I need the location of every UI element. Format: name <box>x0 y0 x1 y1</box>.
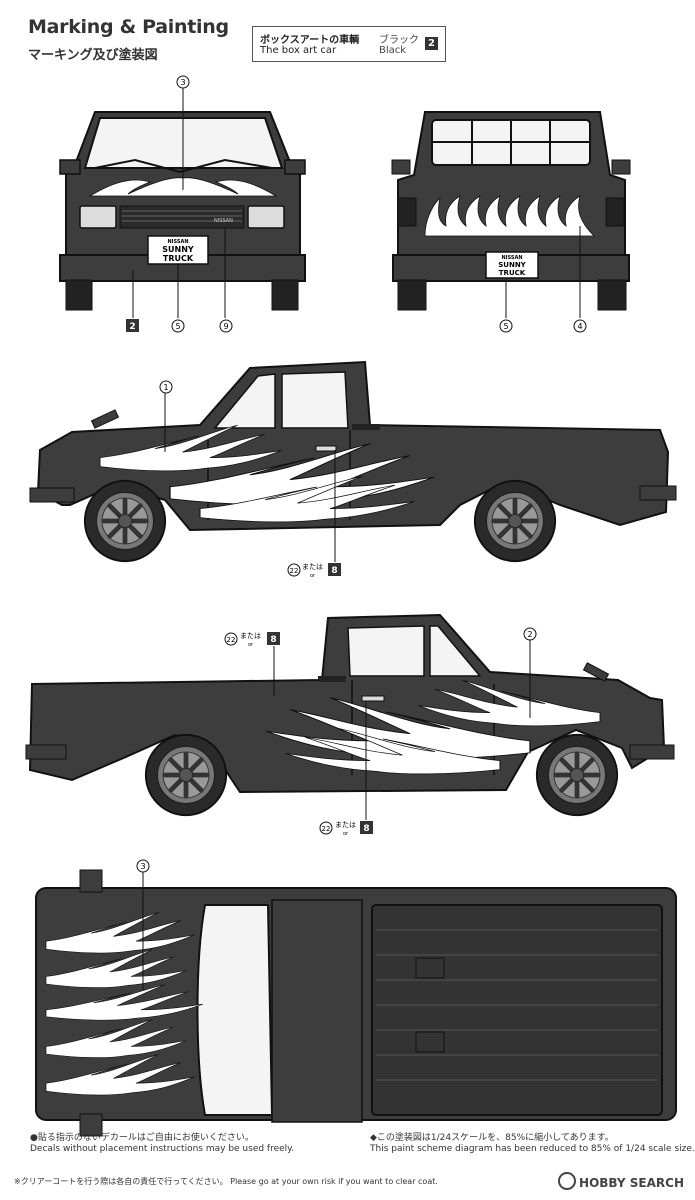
right-callout-mataha-b: または <box>335 821 356 829</box>
front-grille-badge: NISSAN <box>214 218 233 224</box>
right-callout-22-a: 22 <box>227 636 236 644</box>
left-callout-8: 8 <box>331 566 337 576</box>
front-callout-5: 5 <box>175 322 180 331</box>
left-callout-or: or <box>310 573 316 579</box>
box-art-label-jp: ボックスアートの車輌 <box>260 35 360 46</box>
note-decals-jp: ●貼る指示のないデカールはご自由にお使いください。 <box>30 1133 254 1143</box>
right-callout-8-b: 8 <box>363 824 369 834</box>
front-view: NISSAN NISSAN SUNNY TRUCK 3 5 9 2 <box>59 75 306 333</box>
page-subtitle-jp: マーキング及び塗装図 <box>28 48 158 63</box>
left-rear-wheel <box>475 481 555 561</box>
box-art-color-jp: ブラック <box>379 35 419 46</box>
front-callout-2: 2 <box>129 322 135 332</box>
right-callout-22-b: 22 <box>322 825 331 833</box>
rear-view: NISSAN SUNNY TRUCK 5 4 <box>391 111 631 333</box>
right-rear-wheel <box>146 735 226 815</box>
page-title: Marking & Painting <box>28 16 229 38</box>
left-callout-22: 22 <box>290 567 299 575</box>
rear-callout-4: 4 <box>577 322 582 331</box>
right-callout-or-a: or <box>248 642 254 648</box>
brand-logo-icon <box>558 1172 577 1190</box>
left-callout-1: 1 <box>163 383 168 392</box>
front-plate-line1: SUNNY <box>162 245 194 254</box>
rear-tailgate-flames <box>424 195 595 237</box>
box-art-label-en: The box art car <box>260 45 337 56</box>
note-decals-en: Decals without placement instructions ma… <box>30 1144 295 1154</box>
note-scale-en: This paint scheme diagram has been reduc… <box>370 1144 695 1154</box>
left-side-view: 1 22 または or 8 <box>29 360 677 579</box>
front-plate-line2: TRUCK <box>163 254 194 263</box>
box-art-color-number: 2 <box>425 37 438 50</box>
paint-diagram: NISSAN NISSAN SUNNY TRUCK 3 5 9 2 NISSAN… <box>25 75 677 1137</box>
note-scale-jp: ◆この塗装図は1/24スケールを、85%に縮小してあります。 <box>370 1133 614 1143</box>
rear-plate-line2: TRUCK <box>499 269 526 277</box>
right-callout-or-b: or <box>343 831 349 837</box>
front-plate-top: NISSAN <box>167 239 188 245</box>
left-callout-mataha: または <box>302 563 323 571</box>
box-art-color-en: Black <box>379 45 407 56</box>
front-callout-3: 3 <box>180 78 185 87</box>
brand-text: HOBBY SEARCH <box>579 1176 684 1190</box>
right-front-wheel <box>537 735 617 815</box>
right-callout-2: 2 <box>527 630 532 639</box>
top-callout-3: 3 <box>140 862 145 871</box>
rear-callout-5: 5 <box>503 322 508 331</box>
right-callout-8-a: 8 <box>270 635 276 645</box>
note-clear-coat: ※クリアーコートを行う際は各自の責任で行ってください。 Please go at… <box>14 1177 438 1186</box>
rear-plate-line1: SUNNY <box>498 261 526 269</box>
top-view: 3 <box>35 859 677 1137</box>
watermark-brand: HOBBY SEARCH <box>558 1172 684 1190</box>
box-art-info: ボックスアートの車輌 The box art car ブラック Black 2 <box>252 26 446 62</box>
right-callout-mataha-a: または <box>240 632 261 640</box>
rear-plate-top: NISSAN <box>501 255 522 261</box>
left-front-wheel <box>85 481 165 561</box>
front-callout-9: 9 <box>223 322 228 331</box>
right-side-view: 2 22 または or 8 22 または or 8 <box>25 613 675 837</box>
